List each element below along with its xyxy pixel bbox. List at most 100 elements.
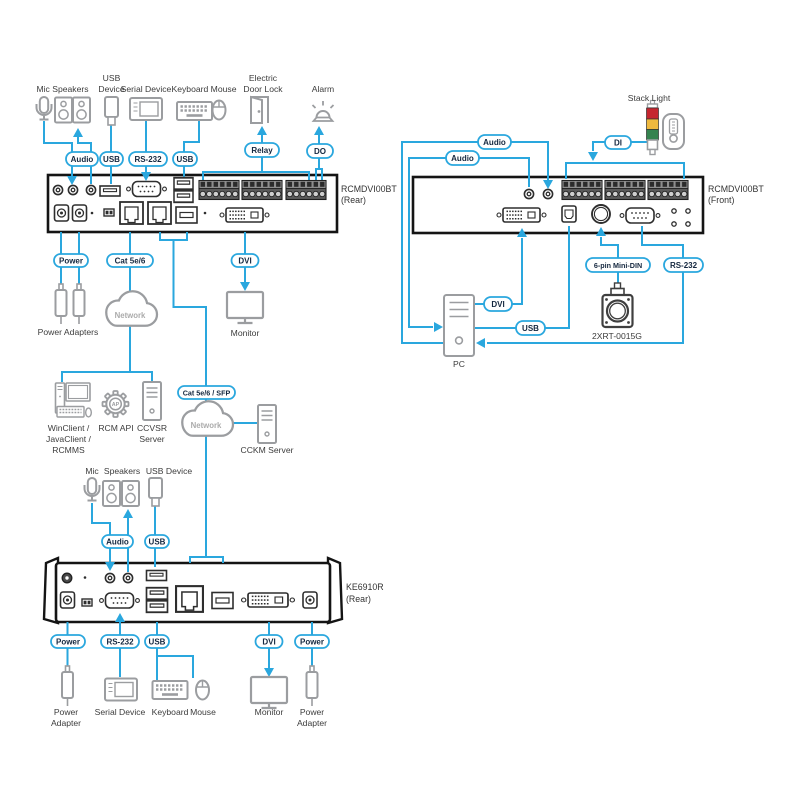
label-rcm-front-sub: (Front) (708, 195, 734, 205)
microphone-icon (35, 96, 53, 121)
serial-db9-icon (98, 592, 141, 609)
power-jack-icon (59, 591, 76, 609)
label-door-1: Electric (249, 73, 278, 83)
tag-minidin: 6-pin Mini-DIN (585, 257, 651, 273)
tag-label: USB (149, 538, 166, 547)
label-cckm: CCKM Server (240, 445, 293, 455)
label-pa-left-2: Adapter (51, 718, 81, 728)
rj45-port-icon (119, 201, 144, 225)
tag-label: RS-232 (106, 638, 134, 647)
terminal-block-icon (198, 179, 240, 201)
power-adapter-icon (305, 665, 319, 707)
tag-audio: Audio (65, 151, 99, 167)
label-pa-left-1: Power (54, 707, 78, 717)
tag-usb: USB (515, 320, 546, 336)
dvi-port-icon (219, 207, 270, 223)
audio-jack-icon (61, 572, 73, 584)
label-ke-name: KE6910R (346, 582, 384, 592)
tag-rs232: RS-232 (663, 257, 704, 273)
rj45-port-icon (174, 585, 205, 613)
usb-device-icon (104, 96, 119, 126)
audio-jack-icon (52, 184, 64, 196)
tag-label: USB (103, 155, 120, 164)
label-pc: PC (453, 359, 465, 369)
speaker-icon (54, 96, 73, 124)
front-leds (671, 208, 691, 227)
top-console-icons (35, 96, 335, 126)
network-label: Network (115, 311, 146, 320)
label-client-1: WinClient / (48, 423, 90, 433)
tag-label: RS-232 (134, 155, 162, 164)
tag-label: Cat 5e/6 / SFP (183, 388, 231, 397)
tag-usb: USB (99, 151, 124, 167)
label-mic-speakers: Mic Speakers (36, 84, 88, 94)
network-cloud-1: Network (105, 290, 159, 327)
label-ke-usb-device: USB Device (146, 466, 193, 476)
label-ke-speakers: Speakers (104, 466, 140, 476)
speaker-icon (72, 96, 91, 124)
ap-label: AP (112, 402, 120, 408)
terminal-block-icon (647, 179, 689, 201)
usb-port-icon (145, 569, 168, 582)
tag-usb: USB (144, 634, 170, 649)
power-adapter-icon (72, 283, 86, 325)
label-usb-device-2: Device (98, 84, 124, 94)
label-rcm-rear-sub: (Rear) (341, 195, 366, 205)
tag-relay: Relay (244, 142, 280, 158)
power-adapter-icon (61, 665, 74, 707)
network-cloud-2: Network (181, 400, 235, 437)
label-pa-right-1: Power (300, 707, 324, 717)
label-ke-sub: (Rear) (346, 594, 371, 604)
tag-di: DI (604, 135, 632, 150)
terminal-block-icon (241, 179, 283, 201)
tag-rs232: RS-232 (128, 151, 168, 167)
tag-audio: Audio (101, 534, 134, 549)
tag-label: Power (59, 257, 83, 266)
audio-jack-icon (85, 184, 97, 196)
tag-label: 6-pin Mini-DIN (594, 261, 642, 270)
label-keyboard: Keyboard (152, 707, 189, 717)
label-mouse: Mouse (190, 707, 216, 717)
ke-ports (59, 569, 318, 614)
keyboard-icon (175, 100, 214, 122)
label-rcm-rear-name: RCMDVI00BT (341, 184, 397, 194)
terminal-block-icon (604, 179, 646, 201)
tag-label: Audio (71, 155, 94, 164)
tag-audio: Audio (445, 150, 480, 166)
tag-label: Audio (451, 154, 474, 163)
pc-tower-icon (443, 294, 475, 357)
power-jack-icon (53, 204, 70, 222)
serial-db9-icon (125, 180, 168, 198)
tag-dvi: DVI (483, 296, 513, 312)
tag-label: DI (614, 139, 622, 148)
mid-left-icons: AP (54, 283, 277, 444)
label-ccvsr-2: Server (139, 434, 164, 444)
power-adapter-icon (54, 283, 68, 325)
label-ke-mic: Mic (85, 466, 99, 476)
label-pa-right-2: Adapter (297, 718, 327, 728)
terminal-block-icon (285, 179, 327, 201)
rcm-front-ports (496, 179, 691, 227)
label-usb-device-1: USB (103, 73, 121, 83)
cckm-server-icon (257, 404, 277, 444)
tag-label: USB (522, 324, 539, 333)
sfp-port-icon (211, 591, 234, 610)
label-keyboard-mouse: Keyboard Mouse (172, 84, 237, 94)
labels: Mic Speakers USB Device Serial Device Ke… (36, 73, 764, 728)
usb-port-icon (173, 176, 194, 191)
power-jack-icon (71, 204, 88, 222)
tag-dvi: DVI (254, 634, 284, 649)
ccvsr-server-icon (142, 381, 162, 421)
tag-label: Cat 5e/6 (115, 257, 146, 266)
tag-power: Power (294, 634, 330, 649)
label-client-3: RCMMS (52, 445, 85, 455)
label-monitor: Monitor (231, 328, 260, 338)
tag-label: Relay (251, 146, 273, 155)
label-stack-light: Stack Light (628, 93, 671, 103)
dip-switch-icon (81, 598, 93, 607)
tag-label: DVI (262, 638, 275, 647)
audio-jack-icon (104, 572, 116, 584)
rcm-api-gear-icon: AP (101, 390, 130, 418)
speaker-icon (121, 480, 140, 507)
